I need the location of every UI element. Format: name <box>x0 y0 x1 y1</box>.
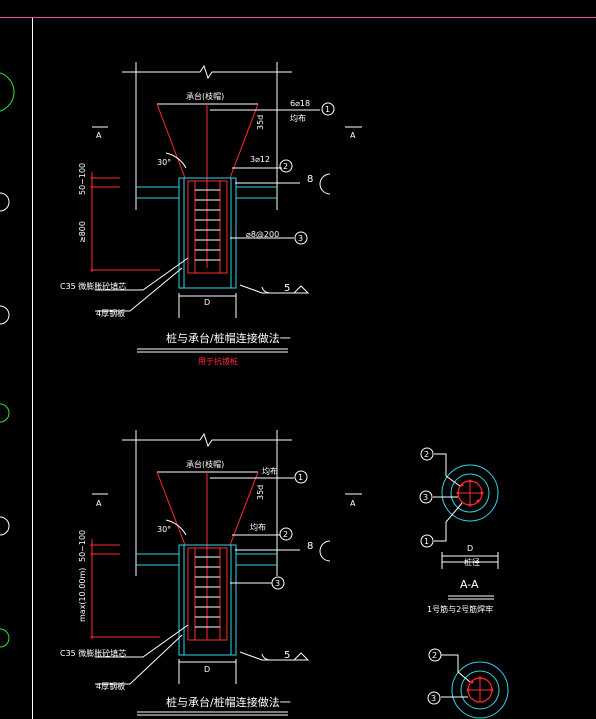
section-a-a-labels: 2 3 1 D 桩径 A-A 1号筋与2号筋焊牢 <box>423 450 493 614</box>
callout-2: 2 <box>283 530 288 539</box>
pile-cap-detail-bottom <box>90 430 362 716</box>
infill-label: C35 微膨胀砼填芯 <box>60 281 126 291</box>
stirrup-label: ⌀8@200 <box>246 230 279 239</box>
callout-8: 8 <box>307 541 313 552</box>
diameter-label: D <box>204 665 210 674</box>
grid-bubble <box>0 628 10 648</box>
diameter-label: D <box>204 298 210 307</box>
pile-cap-detail-top <box>90 62 362 353</box>
callout-3: 3 <box>298 234 303 243</box>
grid-bubble <box>0 192 10 212</box>
section-a-a-partial-labels: 2 3 <box>431 651 437 703</box>
viewport-frame <box>0 17 596 719</box>
section-mark-right: A <box>350 131 356 140</box>
callout-1: 1 <box>325 105 330 114</box>
plate-label: 4厚钢板 <box>96 308 125 318</box>
anchor-length-label: 35d <box>256 115 265 130</box>
evenly-label: 均布 <box>262 466 278 476</box>
section-a-a-partial <box>427 648 509 719</box>
plate-label: 4厚钢板 <box>96 681 125 691</box>
angle-label: 30° <box>157 525 171 534</box>
section-title: A-A <box>460 578 479 591</box>
diameter-label: D <box>467 544 473 553</box>
callout-8: 8 <box>307 174 313 185</box>
angle-label: 30° <box>157 158 171 167</box>
callout-5: 5 <box>284 283 290 294</box>
grid-bubble <box>0 305 10 325</box>
dim-max: max(10.00m) <box>78 568 87 622</box>
callout-3: 3 <box>423 493 428 502</box>
callout-5: 5 <box>284 650 290 661</box>
detail-title: 桩与承台/桩帽连接做法一 <box>166 331 291 345</box>
callout-1: 1 <box>424 537 429 546</box>
section-mark-left: A <box>96 131 102 140</box>
callout-3: 3 <box>431 694 436 703</box>
grid-bubble <box>0 403 10 423</box>
callout-2: 2 <box>432 651 437 660</box>
section-mark-right: A <box>350 499 356 508</box>
grid-bubble <box>0 72 15 112</box>
left-edge-markers <box>0 72 15 648</box>
grid-bubble <box>0 516 10 536</box>
weld-note: 1号筋与2号筋焊牢 <box>427 604 493 614</box>
dim-50-100: 50~100 <box>78 530 87 562</box>
callout-1: 1 <box>298 473 303 482</box>
bottom-detail-labels: 承台(枝帽) 均布 均布 35d 30° 50~100 max(10.00m) … <box>60 459 356 709</box>
rebar-label-6phi18: 6⌀18 <box>290 99 310 108</box>
dim-50-100: 50~100 <box>78 163 87 195</box>
callout-3: 3 <box>275 579 280 588</box>
section-mark-left: A <box>96 499 102 508</box>
anchor-length-label: 35d <box>256 485 265 500</box>
cap-label: 承台(枝帽) <box>186 91 224 101</box>
callout-2: 2 <box>424 450 429 459</box>
callout-2: 2 <box>283 162 288 171</box>
rebar-label-3phi12: 3⌀12 <box>250 155 270 164</box>
detail-title: 桩与承台/桩帽连接做法一 <box>166 695 291 709</box>
evenly-label: 均布 <box>290 113 306 123</box>
pile-diameter-label: 桩径 <box>464 557 480 567</box>
dim-800: ≥800 <box>78 221 87 243</box>
top-detail-labels: 承台(枝帽) 6⌀18 均布 35d 30° 3⌀12 ⌀8@200 50~10… <box>60 91 356 366</box>
section-a-a <box>419 447 499 600</box>
detail-subtitle: 用于抗拔桩 <box>198 356 238 366</box>
cap-label: 承台(枝帽) <box>186 459 224 469</box>
infill-label: C35 微膨胀砼填芯 <box>60 648 126 658</box>
evenly-label: 均布 <box>250 522 266 532</box>
